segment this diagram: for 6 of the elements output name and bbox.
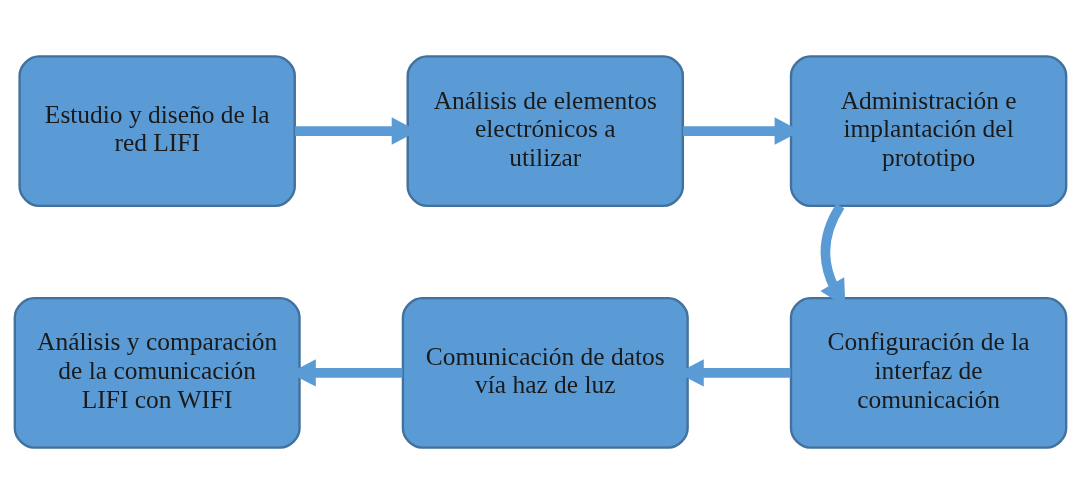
node-box: Configuración de la interfaz de comunicación: [789, 296, 1068, 449]
node-box: Comunicación de datos vía haz de luz: [401, 296, 689, 449]
node-box: Administración e implantación del prototipo: [789, 55, 1068, 208]
node-box: Análisis de elementos electrónicos a utilizar: [406, 55, 685, 208]
node-box: Análisis y comparación de la comunicación LIFI con WIFI: [13, 296, 301, 449]
node-box: Estudio y diseño de la red LIFI: [18, 55, 296, 208]
